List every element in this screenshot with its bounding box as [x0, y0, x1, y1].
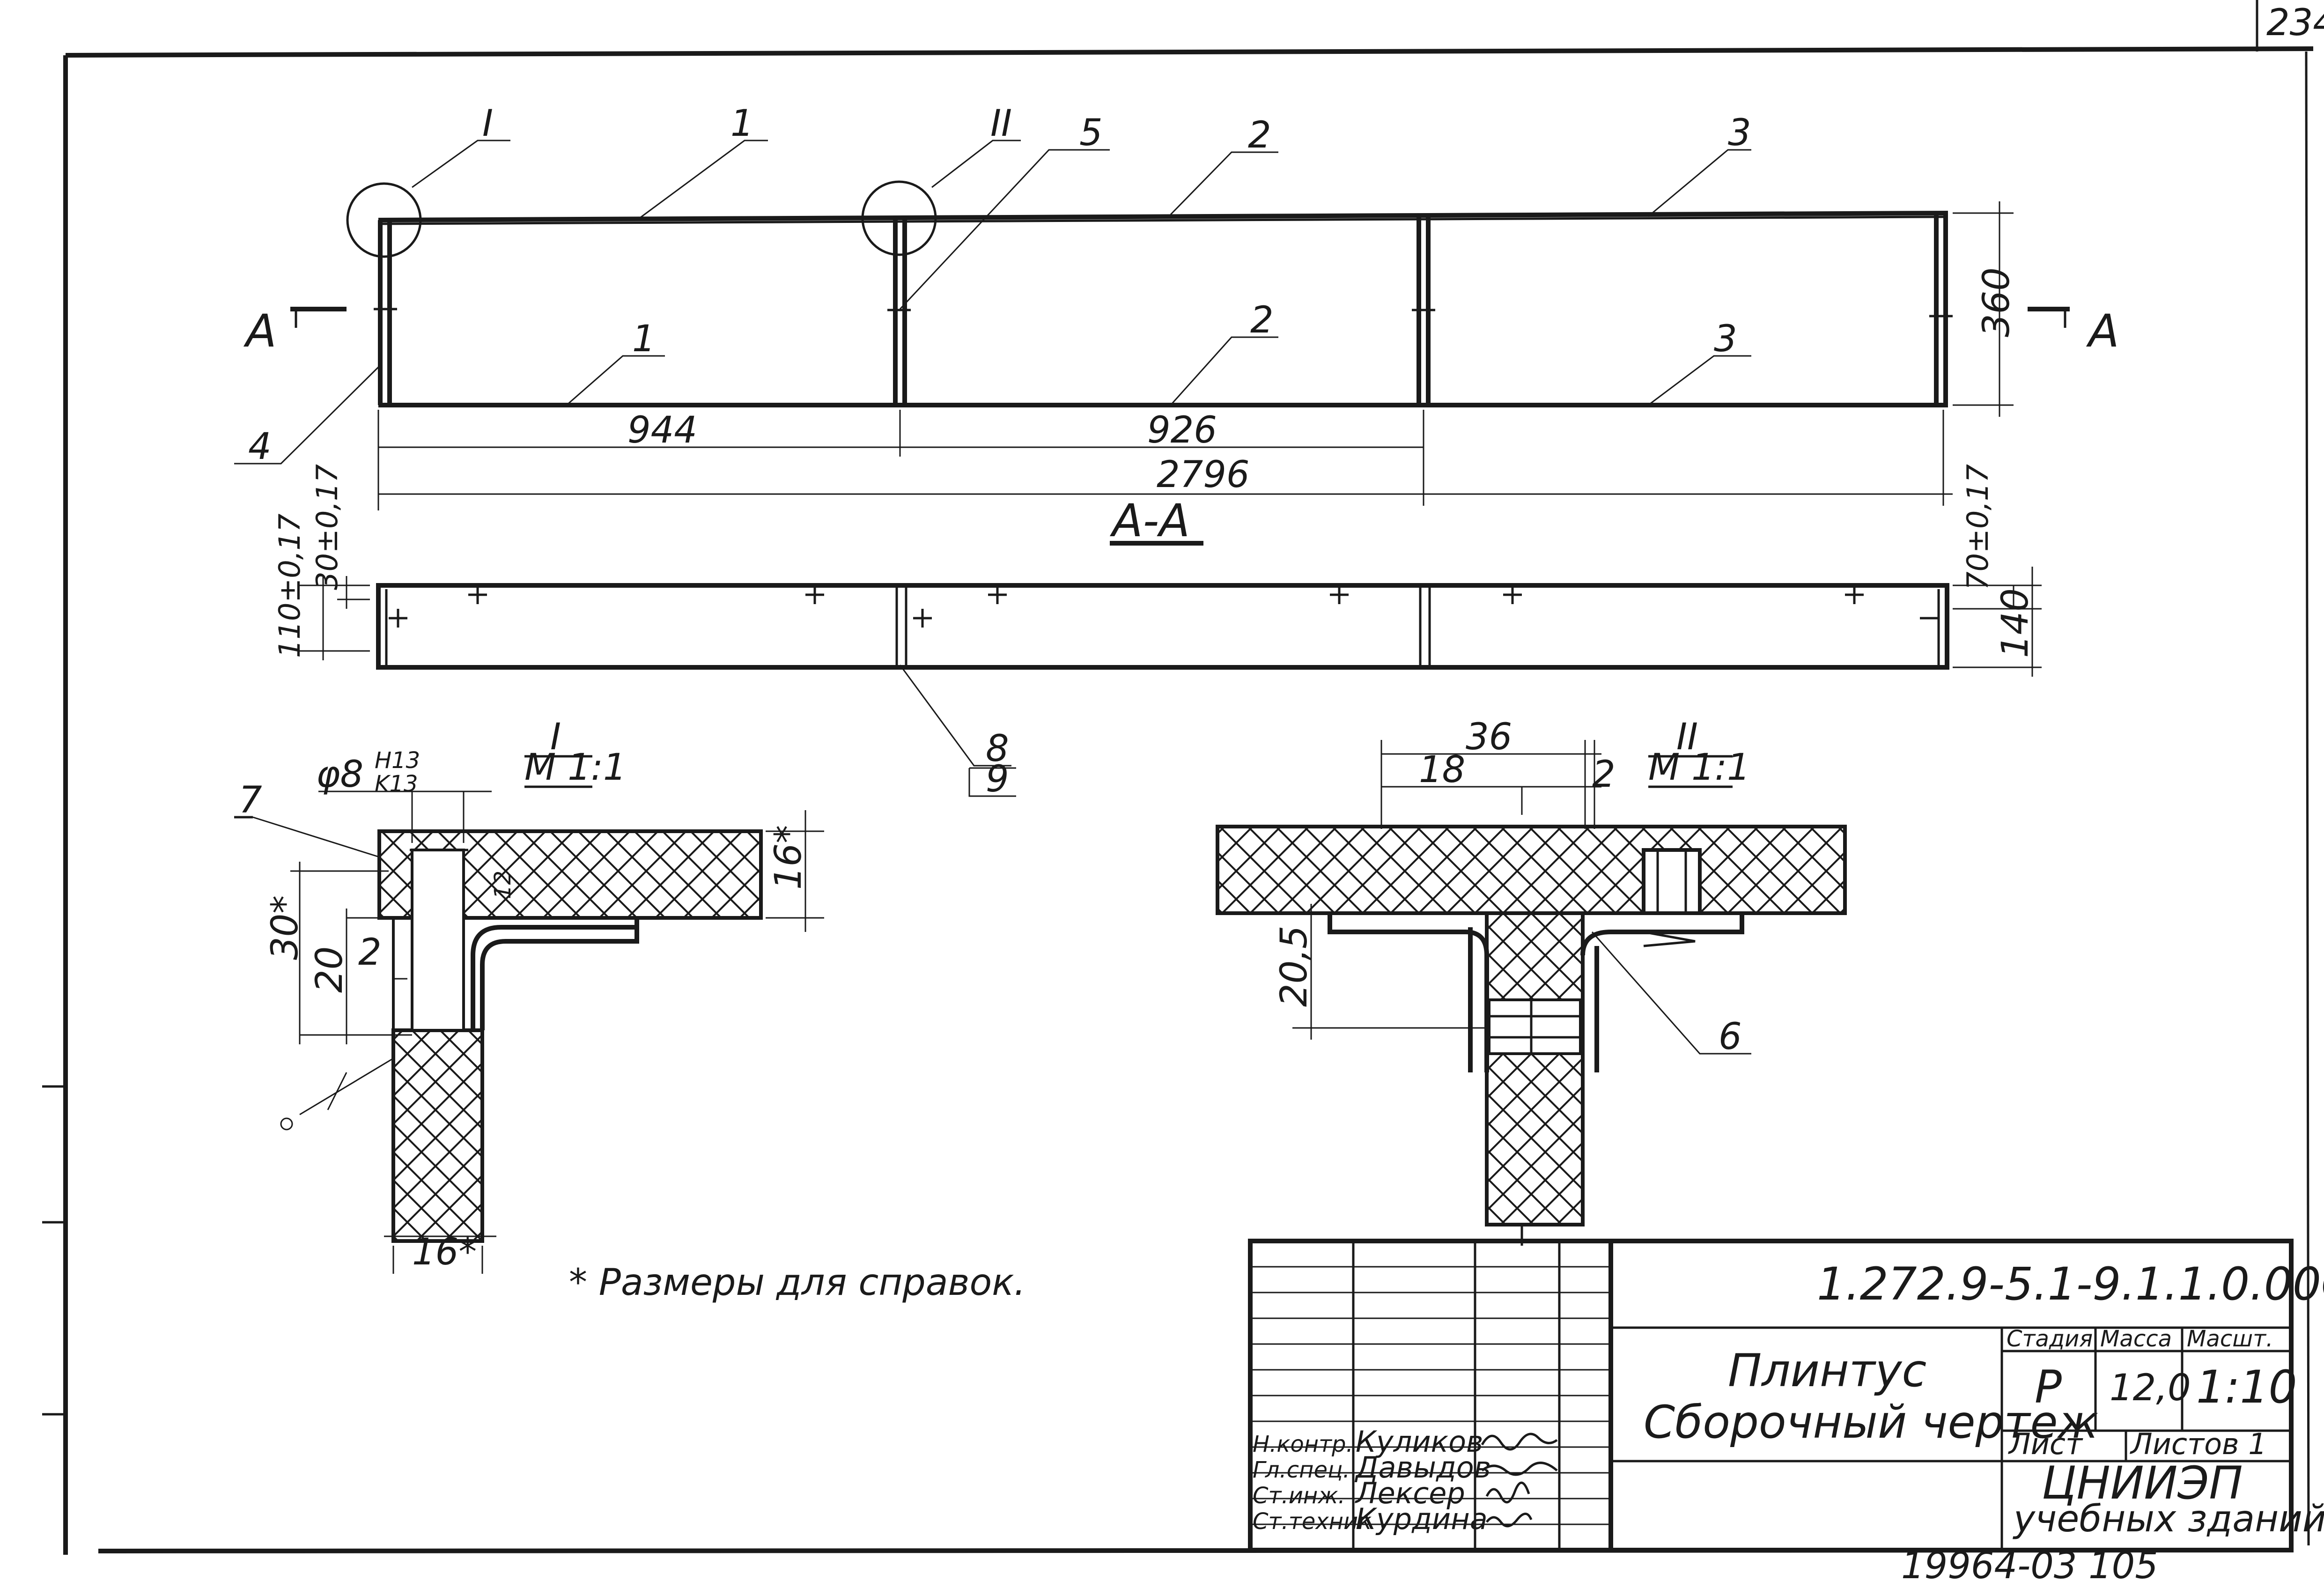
- detail-II-scale: М 1:1: [1648, 746, 1750, 789]
- detail-I-tol-lower: K13: [375, 771, 418, 797]
- detail-I-pos-7: 7: [239, 779, 262, 821]
- detail-I-dim-16-bottom: 16*: [412, 1231, 477, 1273]
- org-name: ЦНИИЭП: [2042, 1457, 2243, 1509]
- sig-name-1: Куликов: [1356, 1425, 1483, 1459]
- detail-I-tol-upper: H13: [375, 747, 420, 774]
- detail-I-scale: М 1:1: [524, 746, 627, 789]
- archive-number: 19964-03: [1901, 1545, 2077, 1581]
- pos-1-top: 1: [730, 103, 754, 145]
- section-marker-right: А: [2086, 305, 2119, 357]
- callout-I-label: I: [482, 103, 493, 145]
- reference-note: * Размеры для справок.: [569, 1262, 1026, 1304]
- stage-value: Р: [2035, 1361, 2062, 1413]
- detail-II-dim-20-5: 20,5: [1273, 925, 1315, 1007]
- pos-3-top: 3: [1728, 112, 1751, 154]
- title-block: [1248, 1239, 2294, 1552]
- detail-I-hole: φ8: [316, 754, 363, 796]
- corner-number: 234: [2266, 2, 2324, 44]
- mass-label: Масса: [2100, 1326, 2172, 1352]
- dim-70: 70±0,17: [1961, 464, 1995, 590]
- dim-total-2796: 2796: [1157, 454, 1250, 496]
- drawing-type: Сборочный чертеж: [1644, 1396, 2098, 1448]
- plan-view: [234, 140, 2070, 510]
- detail-I-dim-2: 2: [358, 931, 382, 974]
- stage-label: Стадия: [2007, 1326, 2093, 1352]
- detail-I-title: I: [550, 716, 561, 758]
- sig-role-1: Н.контр.: [1253, 1431, 1353, 1457]
- page-number: 105: [2088, 1545, 2158, 1581]
- item-name: Плинтус: [1728, 1345, 1926, 1397]
- detail-I-dim-20: 20: [309, 946, 351, 993]
- dim-span-944: 944: [627, 409, 697, 451]
- pos-4: 4: [248, 426, 272, 468]
- sheet-label: Лист: [2008, 1427, 2083, 1461]
- section-aa: [300, 541, 2042, 797]
- sig-role-4: Ст.техник: [1253, 1508, 1372, 1535]
- handwritten-signatures: [1481, 1433, 1558, 1528]
- detail-I-dim-30: 30*: [264, 895, 306, 960]
- detail-II-pos-6: 6: [1719, 1016, 1742, 1058]
- detail-I: [234, 755, 824, 1274]
- pos-5: 5: [1079, 112, 1103, 154]
- pos-3-bottom: 3: [1714, 318, 1737, 360]
- pos-1-bottom: 1: [632, 318, 656, 360]
- signature-rows: Н.контр. Куликов Гл.спец. Давыдов Ст.инж…: [1253, 1425, 1491, 1536]
- scale-value: 1:10: [2196, 1361, 2297, 1413]
- detail-II-dim-18: 18: [1419, 749, 1465, 791]
- detail-I-dim-16-right: 16*: [767, 825, 810, 890]
- pos-2-bottom: 2: [1250, 299, 1274, 341]
- sig-name-4: Курдина: [1356, 1502, 1488, 1536]
- detail-I-dim-12: 12: [490, 871, 516, 899]
- sheets-count: Листов 1: [2130, 1427, 2267, 1461]
- detail-II-dim-36: 36: [1466, 716, 1512, 758]
- sig-role-3: Ст.инж.: [1253, 1483, 1345, 1509]
- dim-height-360: 360: [1976, 267, 2018, 337]
- dim-30: 30±0,17: [310, 464, 344, 590]
- pos-2-top: 2: [1248, 114, 1271, 156]
- pos-8: 8: [986, 728, 1009, 770]
- dim-140: 140: [1994, 588, 2036, 658]
- detail-II-dim-2: 2: [1592, 754, 1616, 796]
- detail-II-title: II: [1676, 716, 1698, 758]
- org-sub: учебных зданий: [2013, 1498, 2324, 1540]
- section-aa-title: А-А: [1109, 495, 1190, 547]
- dim-span-926: 926: [1147, 409, 1217, 451]
- sig-name-2: Давыдов: [1354, 1450, 1491, 1485]
- pos-9: 9: [986, 758, 1009, 800]
- callout-II-label: II: [990, 103, 1012, 145]
- sig-role-2: Гл.спец.: [1253, 1457, 1350, 1483]
- doc-code: 1.272.9-5.1-9.1.1.0.00СБ: [1817, 1258, 2324, 1310]
- sheet-frame: [42, 0, 2314, 1555]
- detail-II: [1216, 740, 1847, 1246]
- dim-110: 110±0,17: [273, 514, 307, 658]
- sig-name-3: Лексер: [1355, 1476, 1465, 1510]
- scale-label: Масшт.: [2187, 1326, 2273, 1352]
- mass-value: 12,0: [2110, 1367, 2191, 1409]
- section-marker-left: А: [243, 305, 277, 357]
